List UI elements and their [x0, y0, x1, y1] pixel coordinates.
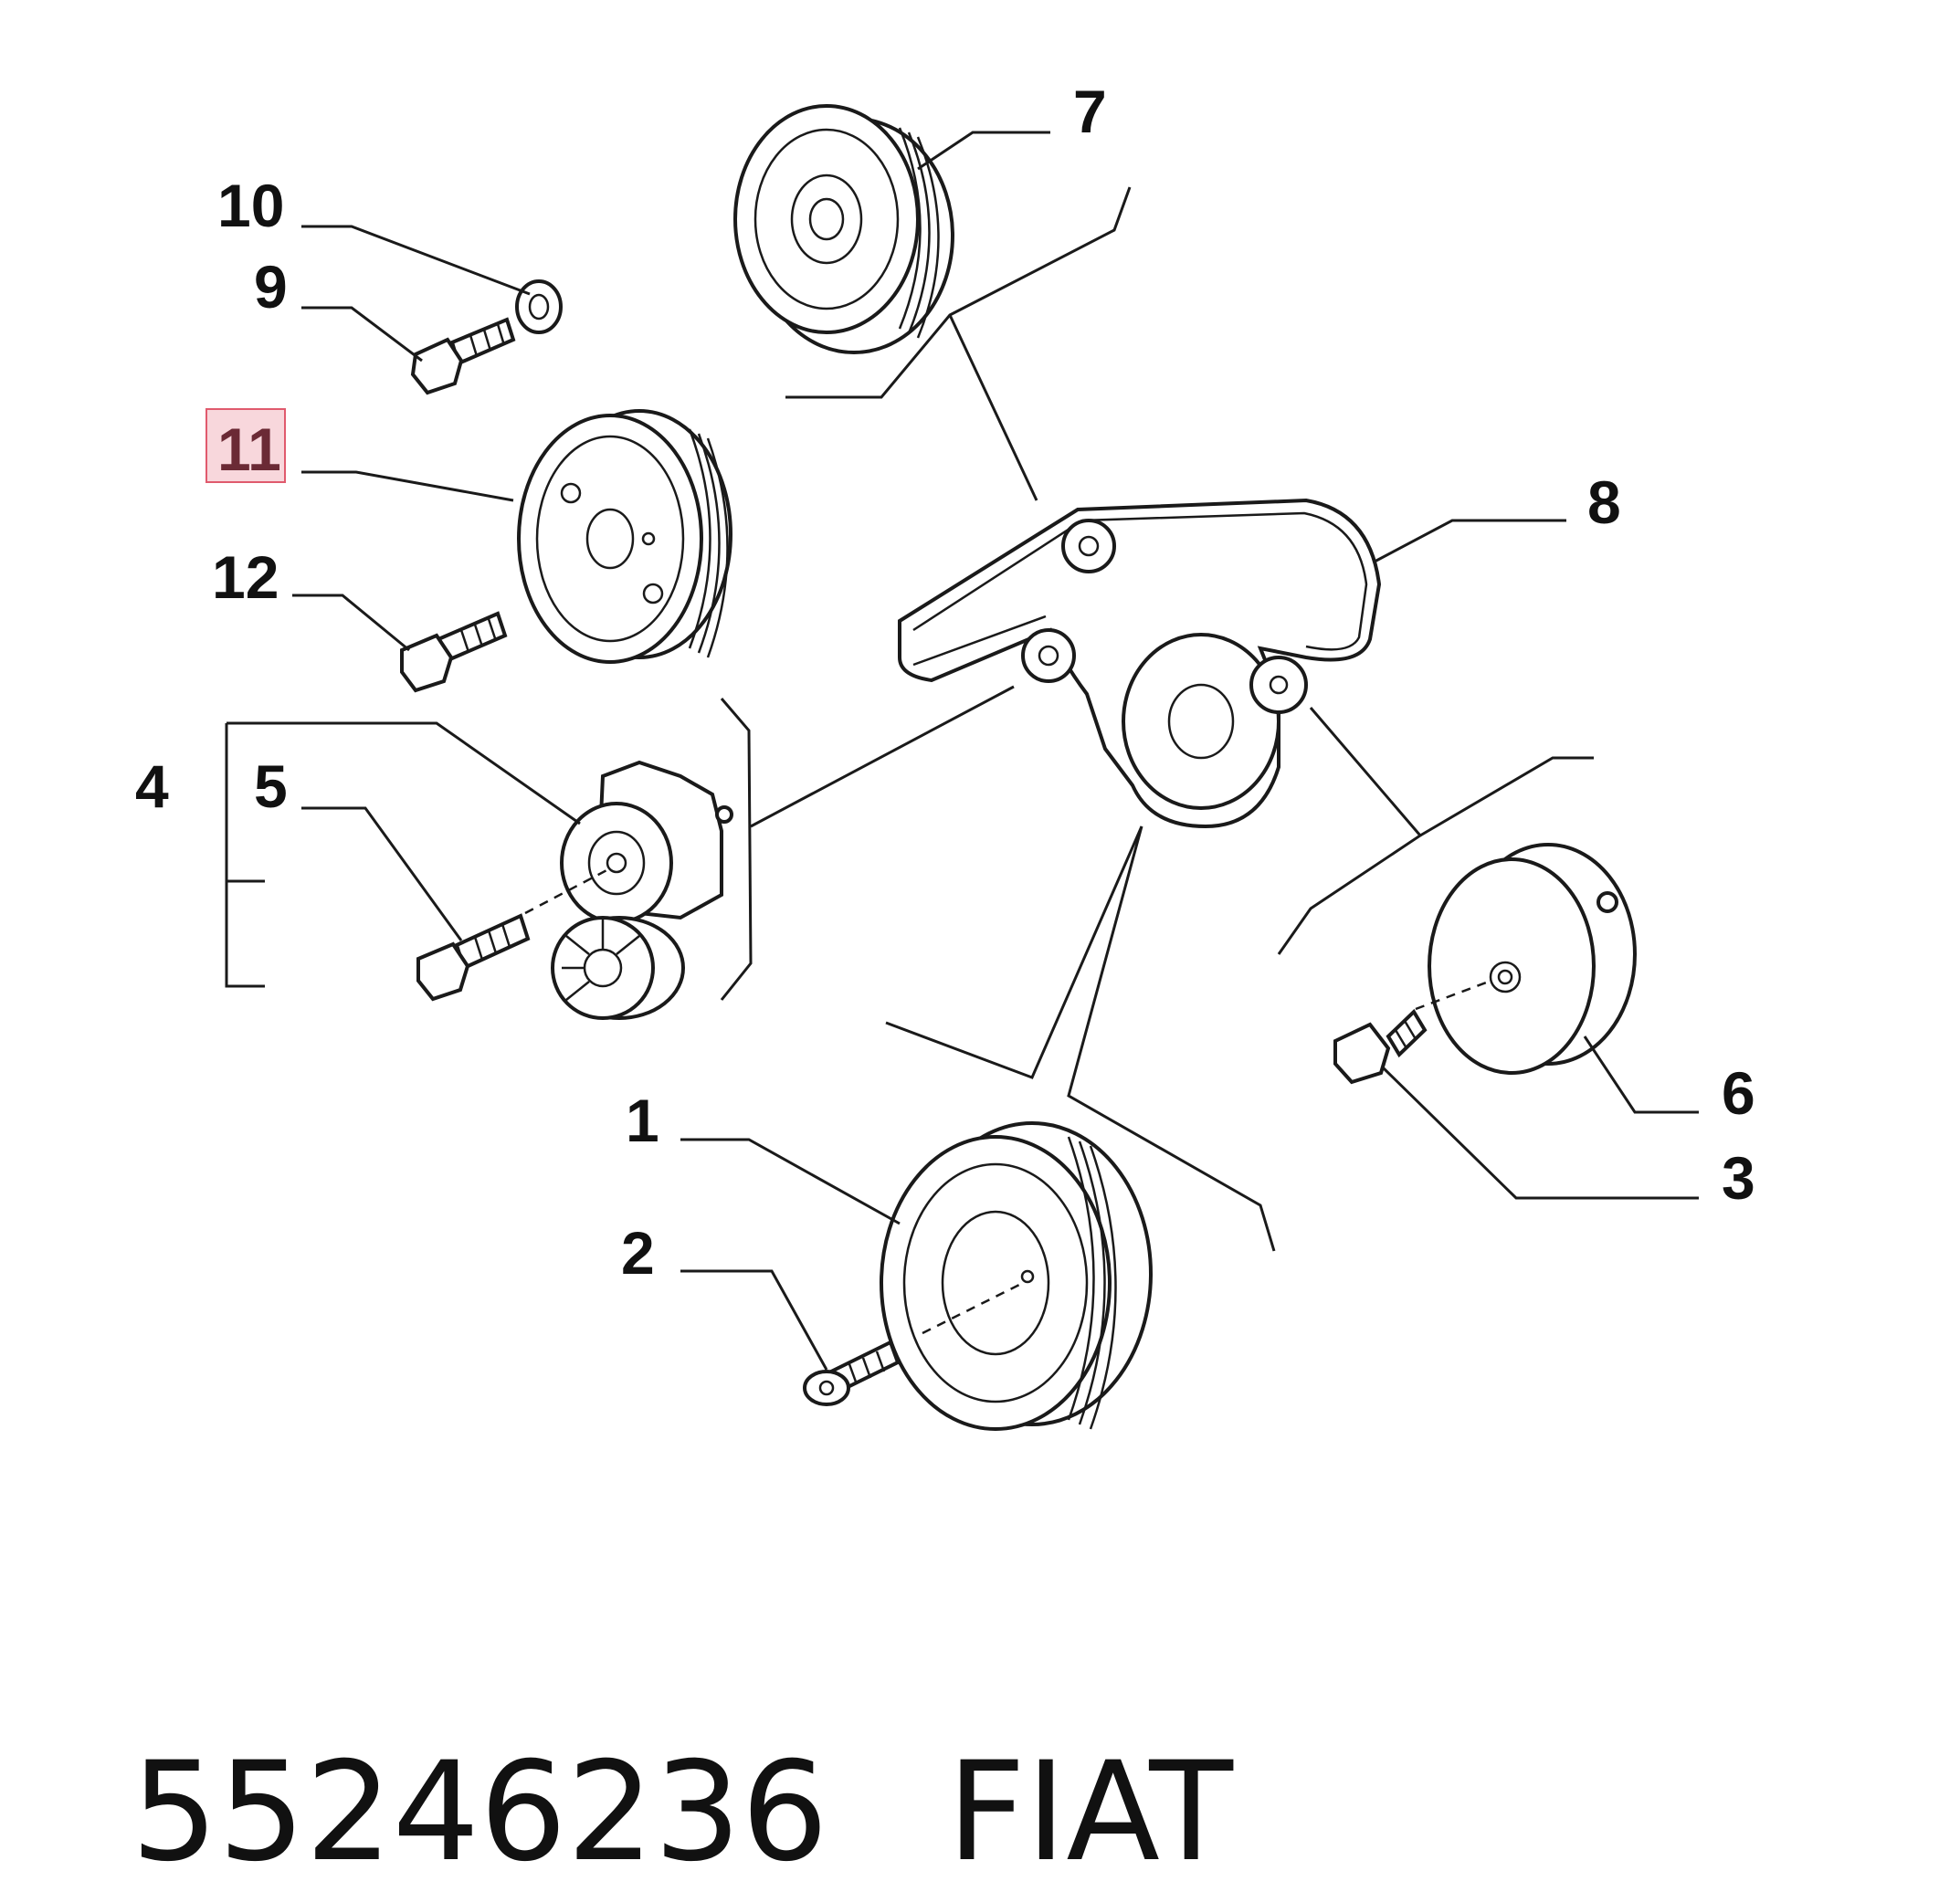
part-11-pulley[interactable] — [517, 409, 732, 664]
callout-1[interactable]: 1 — [626, 1087, 659, 1154]
part-2-bolt[interactable] — [803, 1340, 901, 1406]
part-7-idler-pulley[interactable] — [733, 104, 954, 354]
part-12-bolt[interactable] — [400, 611, 508, 693]
callout-11-highlight — [205, 408, 286, 483]
callout-11[interactable]: 11 — [217, 415, 281, 483]
callout-2[interactable]: 2 — [621, 1219, 655, 1287]
part-5-bolt[interactable] — [416, 866, 613, 1002]
callout-6[interactable]: 6 — [1722, 1059, 1755, 1127]
part-4-tensioner[interactable] — [551, 760, 733, 1020]
callout-10[interactable]: 10 — [217, 172, 284, 239]
leader-lines — [225, 131, 1699, 1371]
callout-5[interactable]: 5 — [254, 752, 288, 820]
callout-4[interactable]: 4 — [135, 752, 169, 820]
part-3-bolt[interactable] — [1333, 1008, 1428, 1085]
callout-3[interactable]: 3 — [1722, 1144, 1755, 1212]
part-9-bolt[interactable] — [410, 317, 516, 395]
callout-numbers: 7 10 9 11 12 4 5 8 6 3 1 2 — [135, 78, 1755, 1287]
belt-drive-diagram: 7 10 9 11 12 4 5 8 6 3 1 2 — [135, 78, 1755, 1431]
callout-9[interactable]: 9 — [254, 253, 288, 321]
part-6-idler-pulley[interactable] — [1415, 843, 1637, 1075]
callout-12[interactable]: 12 — [212, 543, 279, 611]
brand-name: FIAT — [946, 1733, 1233, 1892]
part-number: 55246236 — [131, 1733, 828, 1892]
callout-7[interactable]: 7 — [1073, 78, 1107, 145]
part-8-drive-belt[interactable] — [898, 498, 1382, 829]
part-10-washer[interactable] — [515, 279, 563, 334]
callout-8[interactable]: 8 — [1587, 468, 1621, 536]
part-1-crank-pulley[interactable] — [880, 1121, 1153, 1431]
